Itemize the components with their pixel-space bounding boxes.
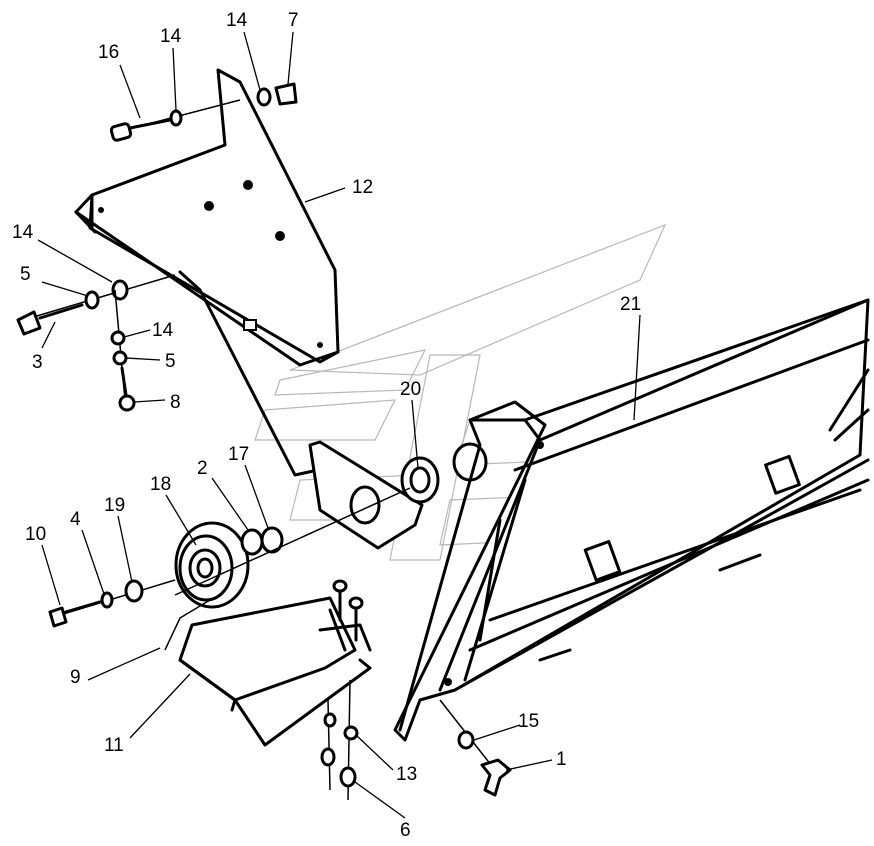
callout-17: 17: [228, 444, 249, 465]
pulley-bolt-set: [48, 579, 176, 628]
guard: [178, 596, 372, 747]
callout-14: 14: [226, 10, 248, 31]
callout-11: 11: [104, 735, 124, 756]
callout-2: 2: [197, 458, 208, 479]
vertical-bolt-set: [110, 289, 136, 412]
callout-labels: 16 14 14 7 12 14 5 3 14 5 8 21 20 2 17 1…: [12, 10, 641, 841]
callout-9: 9: [70, 667, 81, 688]
callout-14: 14: [12, 222, 34, 243]
shaft-axis: [174, 487, 411, 596]
mounting-plate: [308, 440, 488, 550]
callout-19: 19: [104, 495, 125, 516]
frame-beam: [393, 298, 870, 742]
callout-7: 7: [288, 10, 299, 31]
callout-13: 13: [396, 764, 417, 785]
callout-8: 8: [170, 392, 181, 413]
key-line: [164, 599, 211, 651]
callout-14: 14: [152, 320, 174, 341]
pulley: [174, 521, 250, 609]
lower-bolt-set: [439, 699, 512, 797]
leader-lines: [37, 31, 641, 819]
callout-4: 4: [70, 509, 81, 530]
callout-21: 21: [620, 294, 641, 315]
callout-6: 6: [400, 820, 411, 841]
callout-1: 1: [556, 749, 567, 770]
callout-15: 15: [518, 711, 539, 732]
callout-10: 10: [25, 524, 46, 545]
callout-5: 5: [165, 351, 176, 372]
left-bolt-set: [16, 274, 176, 336]
upper-bolt-set: [109, 82, 298, 142]
callout-3: 3: [32, 352, 43, 373]
callout-5: 5: [20, 264, 31, 285]
callout-16: 16: [98, 42, 119, 63]
callout-14: 14: [160, 26, 182, 47]
callout-12: 12: [352, 177, 373, 198]
guard-bolts: [320, 579, 364, 801]
washer: [240, 528, 264, 556]
callout-18: 18: [150, 474, 171, 495]
ring: [260, 526, 284, 554]
bracket-plate: [74, 68, 340, 477]
callout-20: 20: [400, 379, 421, 400]
